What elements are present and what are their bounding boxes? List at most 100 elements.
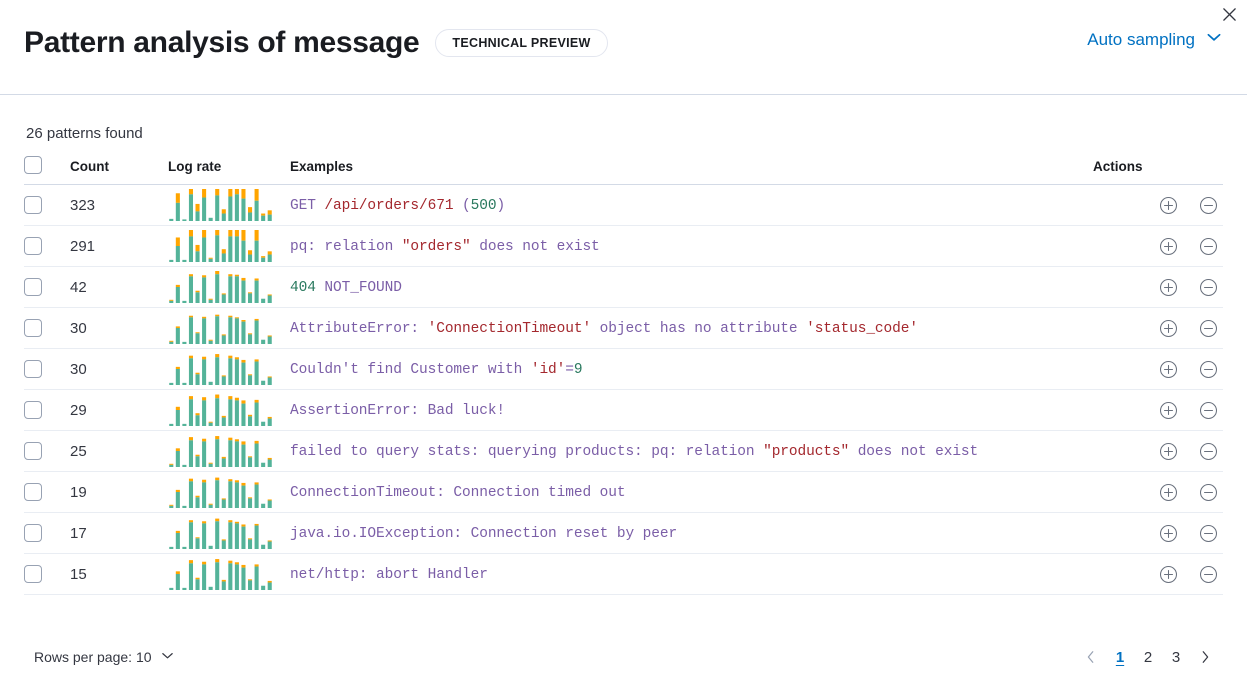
actions-cell	[1093, 553, 1223, 595]
status-badge: TECHNICAL PREVIEW	[435, 29, 608, 57]
plus-in-circle-icon[interactable]	[1153, 518, 1183, 548]
minus-in-circle-icon[interactable]	[1193, 313, 1223, 343]
rows-per-page-selector[interactable]: Rows per page: 10	[24, 648, 175, 666]
panel-header: Pattern analysis of message TECHNICAL PR…	[0, 0, 1247, 95]
panel-body: 26 patterns found Count Log rate Example…	[0, 95, 1247, 595]
log-rate-sparkline	[169, 477, 272, 508]
plus-in-circle-icon[interactable]	[1153, 190, 1183, 220]
row-checkbox[interactable]	[24, 401, 42, 419]
select-all-checkbox[interactable]	[24, 156, 42, 174]
rows-per-page-label: Rows per page: 10	[34, 649, 152, 665]
chevron-down-icon	[160, 648, 175, 666]
log-rate-cell	[168, 184, 290, 226]
page-button-3[interactable]: 3	[1171, 648, 1181, 666]
minus-in-circle-icon[interactable]	[1193, 395, 1223, 425]
minus-in-circle-icon[interactable]	[1193, 354, 1223, 384]
actions-cell	[1093, 348, 1223, 390]
log-rate-sparkline	[169, 559, 272, 590]
header-count[interactable]: Count	[70, 156, 168, 185]
log-rate-cell	[168, 553, 290, 595]
header-log-rate[interactable]: Log rate	[168, 156, 290, 185]
row-checkbox[interactable]	[24, 483, 42, 501]
plus-in-circle-icon[interactable]	[1153, 559, 1183, 589]
minus-in-circle-icon[interactable]	[1193, 231, 1223, 261]
log-rate-sparkline	[169, 314, 272, 344]
example-cell: java.io.IOException: Connection reset by…	[290, 512, 1093, 554]
minus-in-circle-icon[interactable]	[1193, 436, 1223, 466]
example-cell: ConnectionTimeout: Connection timed out	[290, 471, 1093, 513]
count-cell: 19	[70, 471, 168, 513]
row-checkbox[interactable]	[24, 237, 42, 255]
example-cell: net/http: abort Handler	[290, 553, 1093, 595]
log-rate-cell	[168, 307, 290, 349]
table-row[interactable]: 323 GET /api/orders/671 (500)	[24, 184, 1223, 226]
plus-in-circle-icon[interactable]	[1153, 395, 1183, 425]
example-cell: failed to query stats: querying products…	[290, 430, 1093, 472]
log-rate-sparkline	[169, 271, 272, 303]
row-checkbox[interactable]	[24, 319, 42, 337]
log-rate-sparkline	[169, 189, 272, 221]
minus-in-circle-icon[interactable]	[1193, 190, 1223, 220]
chevron-down-icon[interactable]	[1205, 28, 1223, 51]
auto-sampling-button[interactable]: Auto sampling	[1087, 29, 1195, 49]
minus-in-circle-icon[interactable]	[1193, 559, 1223, 589]
actions-cell	[1093, 512, 1223, 554]
plus-in-circle-icon[interactable]	[1153, 436, 1183, 466]
minus-in-circle-icon[interactable]	[1193, 518, 1223, 548]
table-footer: Rows per page: 10 1 2 3	[0, 630, 1247, 684]
table-row[interactable]: 30 AttributeError: 'ConnectionTimeout' ob…	[24, 307, 1223, 349]
count-cell: 17	[70, 512, 168, 554]
row-checkbox[interactable]	[24, 442, 42, 460]
count-cell: 30	[70, 307, 168, 349]
row-checkbox[interactable]	[24, 278, 42, 296]
row-checkbox[interactable]	[24, 524, 42, 542]
example-cell: AttributeError: 'ConnectionTimeout' obje…	[290, 307, 1093, 349]
row-select-cell	[24, 389, 70, 431]
count-cell: 291	[70, 225, 168, 267]
log-rate-cell	[168, 266, 290, 308]
actions-cell	[1093, 225, 1223, 267]
header-select-all	[24, 156, 70, 185]
example-text: java.io.IOException: Connection reset by…	[290, 526, 678, 542]
table-row[interactable]: 17 java.io.IOException: Connection reset …	[24, 512, 1223, 554]
chevron-right-icon[interactable]	[1191, 643, 1219, 671]
plus-in-circle-icon[interactable]	[1153, 313, 1183, 343]
row-checkbox[interactable]	[24, 360, 42, 378]
table-header-row: Count Log rate Examples Actions	[24, 156, 1223, 185]
chevron-left-icon[interactable]	[1077, 643, 1105, 671]
example-text: AssertionError: Bad luck!	[290, 403, 506, 419]
example-cell: GET /api/orders/671 (500)	[290, 184, 1093, 226]
page-button-2[interactable]: 2	[1143, 648, 1153, 666]
log-rate-cell	[168, 512, 290, 554]
plus-in-circle-icon[interactable]	[1153, 231, 1183, 261]
example-cell: Couldn't find Customer with 'id'=9	[290, 348, 1093, 390]
minus-in-circle-icon[interactable]	[1193, 272, 1223, 302]
close-icon[interactable]	[1217, 2, 1241, 26]
log-rate-cell	[168, 471, 290, 513]
minus-in-circle-icon[interactable]	[1193, 477, 1223, 507]
table-row[interactable]: 15 net/http: abort Handler	[24, 553, 1223, 595]
plus-in-circle-icon[interactable]	[1153, 272, 1183, 302]
plus-in-circle-icon[interactable]	[1153, 354, 1183, 384]
page-button-1[interactable]: 1	[1115, 648, 1125, 666]
actions-cell	[1093, 307, 1223, 349]
example-text: ConnectionTimeout: Connection timed out	[290, 485, 626, 501]
header-actions: Actions	[1093, 156, 1223, 185]
pagination: 1 2 3	[1077, 643, 1223, 671]
count-cell: 15	[70, 553, 168, 595]
count-cell: 323	[70, 184, 168, 226]
plus-in-circle-icon[interactable]	[1153, 477, 1183, 507]
row-checkbox[interactable]	[24, 196, 42, 214]
table-row[interactable]: 19 ConnectionTimeout: Connection timed ou…	[24, 471, 1223, 513]
log-rate-cell	[168, 430, 290, 472]
row-checkbox[interactable]	[24, 565, 42, 583]
row-select-cell	[24, 266, 70, 308]
log-rate-sparkline	[169, 436, 272, 467]
header-examples[interactable]: Examples	[290, 156, 1093, 185]
